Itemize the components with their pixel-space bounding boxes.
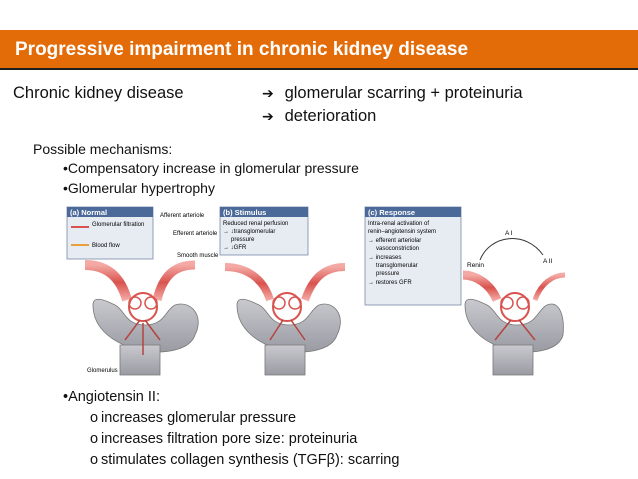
panel-c-line: Intra-renal activation of [368, 221, 429, 227]
legend-blood-flow: Blood flow [92, 243, 120, 249]
label-efferent: Efferent arteriole [173, 231, 218, 237]
panel-b-line: → ↓GFR [223, 245, 247, 251]
panel-normal: (a) Normal Glomerular filtration Blood f… [66, 206, 219, 376]
label-a1: A I [505, 230, 513, 237]
panel-c-line: → restores GFR [368, 280, 412, 286]
sub-bullet: o [90, 410, 99, 426]
label-afferent: Afferent arteriole [160, 213, 205, 219]
panel-stimulus: (b) Stimulus Reduced renal perfusion → ↓… [219, 206, 346, 376]
ckd-label: Chronic kidney disease [13, 84, 184, 102]
panel-b-line: pressure [231, 237, 255, 243]
mechanism-item: •Compensatory increase in glomerular pre… [63, 160, 359, 176]
arrow-right-icon: ➔ [262, 108, 274, 124]
label-glomerulus: Glomerulus [87, 368, 118, 374]
panel-a-title: (a) Normal [70, 208, 107, 217]
result-line-2: ➔ deterioration [262, 107, 376, 126]
glomerulus-figure: (a) Normal Glomerular filtration Blood f… [66, 206, 565, 376]
result-text: deterioration [284, 107, 377, 125]
panel-c-line: vasoconstriction [376, 246, 419, 252]
panel-b-line: Reduced renal perfusion [223, 221, 288, 227]
slide-title: Progressive impairment in chronic kidney… [0, 30, 638, 70]
angiotensin-heading: •Angiotensin II: [63, 389, 160, 405]
mechanism-item: •Glomerular hypertrophy [63, 180, 215, 196]
panel-c-line: renin–angiotensin system [368, 229, 436, 235]
arrow-right-icon: ➔ [262, 85, 274, 101]
panel-c-line: → increases [368, 255, 401, 261]
result-line-1: ➔ glomerular scarring + proteinuria [262, 84, 523, 103]
panel-c-line: pressure [376, 271, 400, 277]
sub-bullet: o [90, 431, 99, 447]
panel-c-line: transglomerular [376, 263, 418, 269]
panel-c-title: (c) Response [368, 208, 415, 217]
label-a2: A II [543, 258, 553, 265]
panel-b-title: (b) Stimulus [223, 208, 266, 217]
label-renin: Renin [467, 262, 484, 269]
panel-response: (c) Response Intra-renal activation of r… [364, 206, 565, 376]
result-text: glomerular scarring + proteinuria [284, 84, 523, 102]
mechanisms-heading: Possible mechanisms: [33, 141, 173, 157]
legend-filtration: Glomerular filtration [92, 222, 144, 228]
sub-bullet: o [90, 452, 99, 468]
panel-c-line: → efferent arteriolar [368, 238, 421, 244]
panel-b-line: → ↓transglomerular [223, 229, 275, 235]
label-smooth-muscle: Smooth muscle [177, 253, 219, 259]
